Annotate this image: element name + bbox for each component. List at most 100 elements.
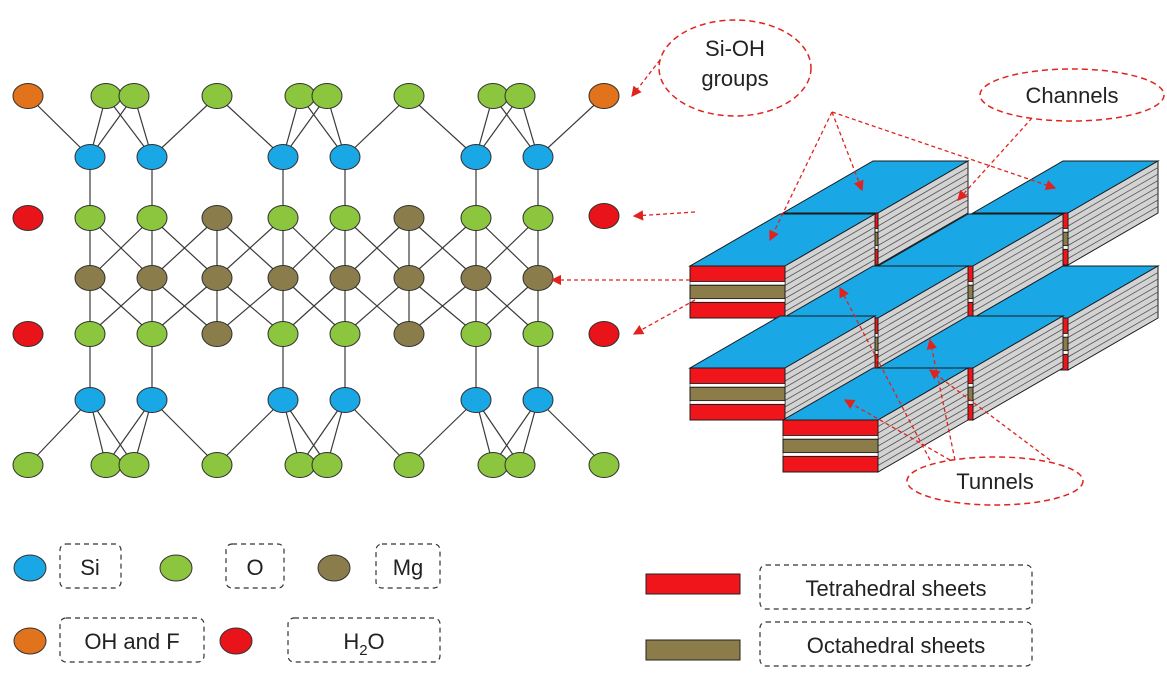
block-side-stripe xyxy=(877,167,969,220)
block-side-stripe xyxy=(1067,193,1159,246)
callout-arrow xyxy=(631,59,661,98)
block-side-stripe xyxy=(877,311,969,364)
legend-o-box xyxy=(225,543,285,589)
octahedral-sheet-band xyxy=(689,386,786,402)
block-side-stripe xyxy=(1067,291,1159,345)
block-side-stripe xyxy=(784,354,876,408)
o-atom xyxy=(136,205,168,231)
si-atom xyxy=(136,387,168,413)
o-atom xyxy=(201,83,233,109)
tunnels-callout-label: Tunnels xyxy=(956,469,1033,494)
tunnels-callout-ellipse xyxy=(906,456,1084,506)
bond-lines xyxy=(27,95,605,466)
legend-tetra-box xyxy=(759,564,1033,610)
si-atom xyxy=(522,144,554,170)
o-atom xyxy=(460,321,492,347)
o-atom xyxy=(74,321,106,347)
block-side-stripe xyxy=(972,233,1064,286)
bond-line xyxy=(151,95,218,158)
block-side-stripe xyxy=(877,291,969,345)
tetrahedral-sheet-band xyxy=(689,301,786,319)
block-side-stripe xyxy=(877,413,969,466)
o-atom xyxy=(393,452,425,478)
bond-line xyxy=(344,95,410,158)
legend-octa-label: Octahedral sheets xyxy=(807,633,986,658)
sheet-gap-band xyxy=(689,298,786,303)
tetrahedral-sheet-band xyxy=(782,419,879,437)
block-side-stripe xyxy=(972,354,1064,408)
block-side-stripe xyxy=(784,246,876,299)
o-atom xyxy=(284,452,316,478)
sheet-gap-band xyxy=(689,281,786,286)
o-atom xyxy=(329,321,361,347)
block-side-stripe xyxy=(972,335,1064,388)
block-side-stripe xyxy=(1067,167,1159,220)
legend-mg-label: Mg xyxy=(393,555,424,580)
o-atom xyxy=(393,83,425,109)
tetrahedral-sheet-band xyxy=(782,455,879,473)
si-atom xyxy=(329,144,361,170)
block-side-stripe xyxy=(877,173,969,227)
block-side-stripe xyxy=(877,374,969,427)
block-side-stripe xyxy=(877,387,969,440)
block-side-stripe xyxy=(1067,186,1159,240)
si-atom xyxy=(329,387,361,413)
octahedral-sheet-band xyxy=(689,284,786,300)
si-atom xyxy=(74,387,106,413)
h2o-atom xyxy=(12,205,44,231)
si-atom xyxy=(460,387,492,413)
block-side-stripe xyxy=(972,341,1064,395)
callout-arrow xyxy=(831,111,1057,190)
bond-line xyxy=(89,217,153,279)
block-side-stripe xyxy=(784,233,876,286)
legend-octa-box xyxy=(759,621,1033,667)
bond-line xyxy=(537,399,605,466)
bond-line xyxy=(216,277,284,335)
tetrahedral-sheet-band xyxy=(689,367,786,385)
legend-mg-box xyxy=(375,543,441,589)
o-atom xyxy=(74,205,106,231)
legend-o-swatch xyxy=(159,554,193,582)
o-atom xyxy=(201,452,233,478)
sheet-gap-band xyxy=(782,435,879,440)
bond-line xyxy=(27,399,91,466)
block-side-stripe xyxy=(877,304,969,358)
block-side-stripe xyxy=(784,239,876,293)
legend-octa-swatch xyxy=(645,639,741,661)
bond-line xyxy=(344,217,410,279)
oh-f-atom xyxy=(588,83,620,109)
block-side-stripe xyxy=(972,328,1064,382)
o-atom xyxy=(504,452,536,478)
legend-h2o-swatch xyxy=(219,627,253,655)
mg-atom xyxy=(393,205,425,231)
block-side-stripe xyxy=(972,361,1064,414)
o-atom xyxy=(12,452,44,478)
legend-h2o-base: H xyxy=(343,629,359,654)
h2o-atom xyxy=(12,321,44,347)
si-atom xyxy=(136,144,168,170)
h2o-atom xyxy=(588,321,620,347)
mg-atom xyxy=(393,321,425,347)
o-atom xyxy=(136,321,168,347)
o-atom xyxy=(588,452,620,478)
block-side-stripe xyxy=(877,406,969,460)
bond-line xyxy=(151,217,218,279)
mg-atom xyxy=(329,265,361,291)
block-side-stripe xyxy=(877,278,969,332)
bond-line xyxy=(537,95,605,158)
si-atom xyxy=(267,387,299,413)
legend-si-box xyxy=(59,543,122,589)
o-atom xyxy=(460,205,492,231)
bond-line xyxy=(408,95,477,158)
block-side-stripe xyxy=(1067,298,1159,351)
block-side-stripe xyxy=(877,393,969,447)
block-side-stripe xyxy=(784,322,876,375)
legend-oh-f-box xyxy=(59,617,205,663)
callout-arrow xyxy=(843,399,951,461)
si-atom xyxy=(522,387,554,413)
o-atom xyxy=(118,452,150,478)
sheet-gap-band xyxy=(689,400,786,405)
bond-line xyxy=(151,277,218,335)
legend-oh-f-swatch xyxy=(13,627,47,655)
